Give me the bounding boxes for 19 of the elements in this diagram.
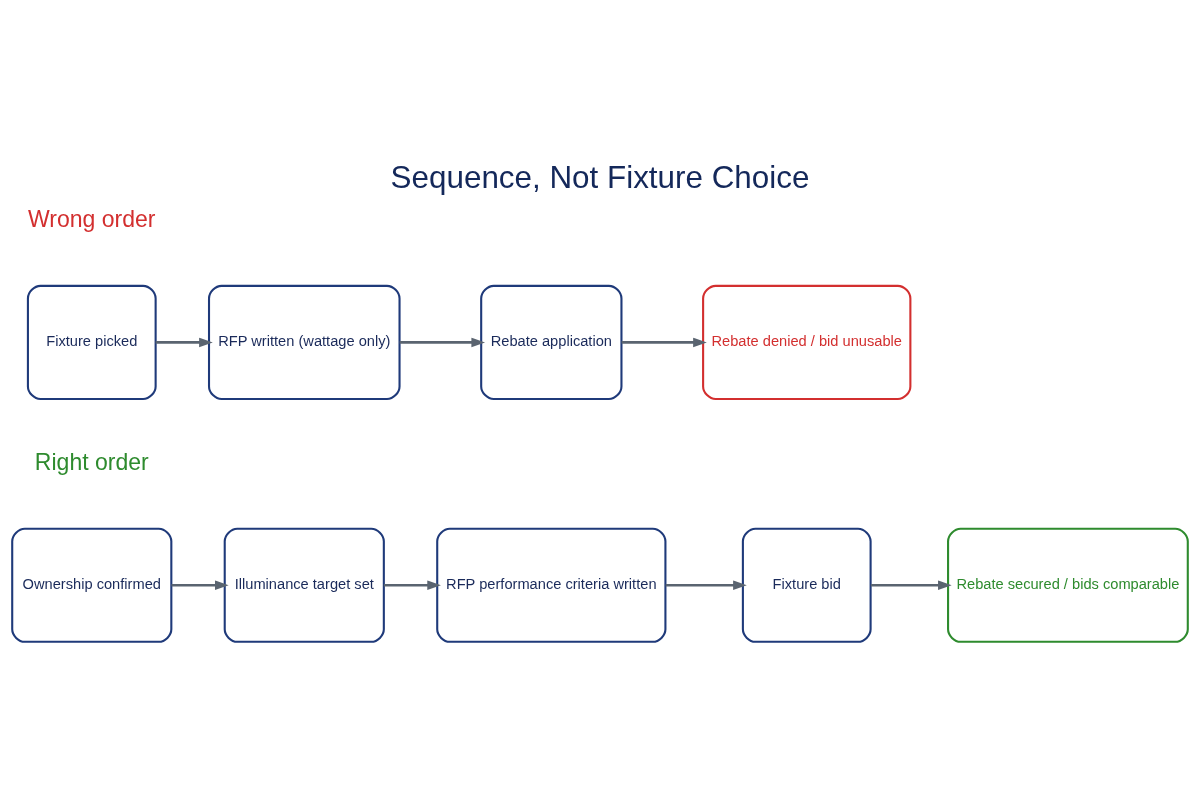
node-box: Illuminance target set: [223, 527, 385, 643]
diagram-title: Sequence, Not Fixture Choice: [390, 159, 810, 195]
node-box: RFP performance criteria written: [436, 527, 667, 643]
arrow: [665, 580, 747, 591]
node-box: Ownership confirmed: [11, 527, 173, 643]
node-box: Rebate secured / bids comparable: [947, 527, 1189, 643]
arrow: [621, 337, 707, 348]
arrow: [171, 580, 229, 591]
arrow: [155, 337, 213, 348]
node-box: Fixture bid: [741, 527, 872, 643]
arrow: [870, 580, 952, 591]
arrow: [399, 337, 486, 348]
node-box: RFP written (wattage only): [207, 284, 401, 400]
label: Wrong order: [28, 205, 156, 232]
arrow: [383, 580, 441, 591]
node-box: Fixture picked: [26, 284, 157, 400]
node-box: Rebate denied / bid unusable: [702, 284, 912, 400]
label: Right order: [34, 448, 149, 475]
node-box: Rebate application: [480, 284, 623, 400]
